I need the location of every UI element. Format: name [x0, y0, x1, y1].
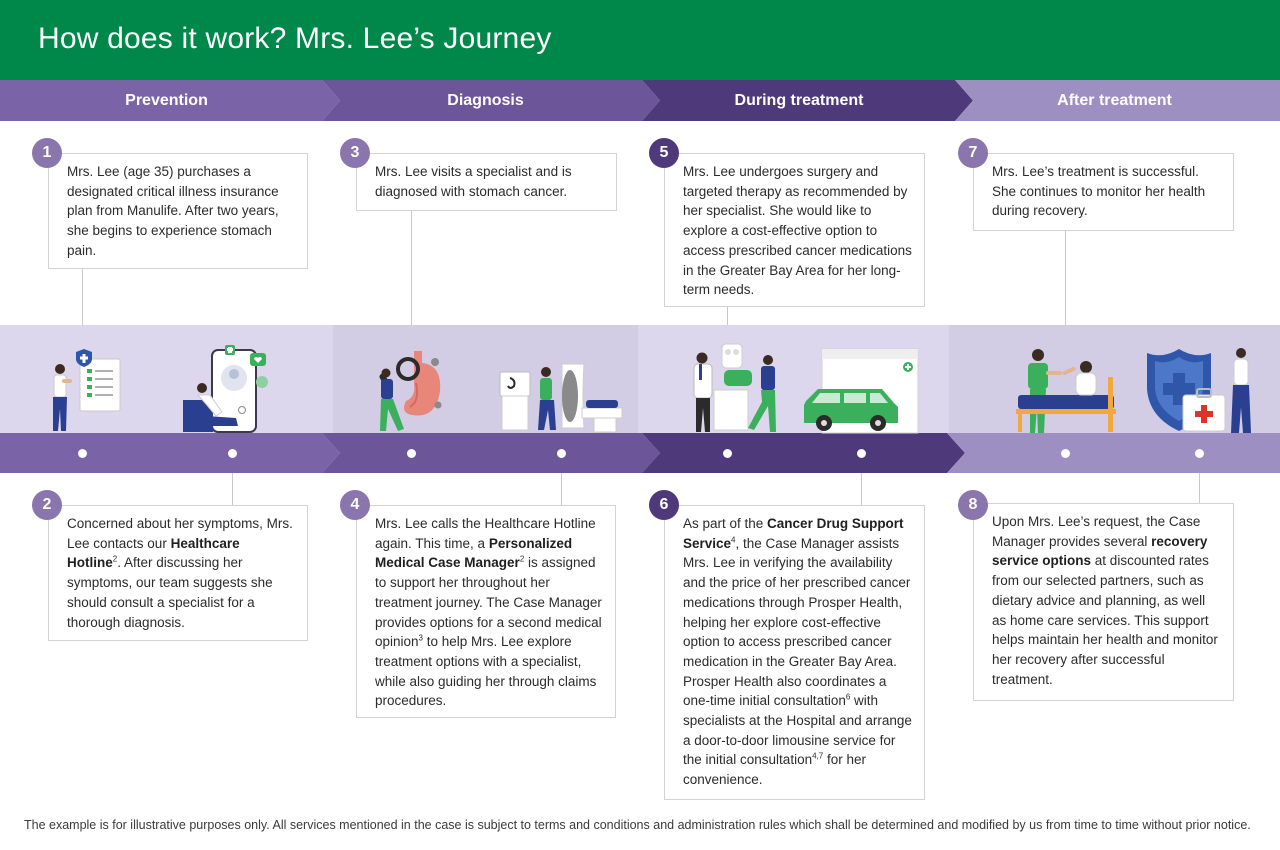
step-card-7: Mrs. Lee’s treatment is successful. She …	[973, 153, 1234, 231]
connector-line	[1065, 231, 1066, 325]
hospital-bed-recovery-icon	[1012, 345, 1122, 435]
timeline-dot	[557, 449, 566, 458]
step-card-1: Mrs. Lee (age 35) purchases a designated…	[48, 153, 308, 269]
connector-line	[861, 473, 862, 505]
limousine-van-icon	[800, 345, 925, 435]
disclaimer-footnote: The example is for illustrative purposes…	[24, 818, 1251, 832]
step-card-6: As part of the Cancer Drug Support Servi…	[664, 505, 925, 800]
step-badge-4: 4	[340, 490, 370, 520]
phase-label-diagnosis: Diagnosis	[447, 92, 524, 109]
timeline-bar	[0, 433, 1280, 473]
timeline-dot	[857, 449, 866, 458]
connector-line	[727, 307, 728, 325]
phase-label-prevention: Prevention	[125, 92, 208, 109]
timeline-dot	[228, 449, 237, 458]
connector-line	[411, 211, 412, 325]
stomach-examination-icon	[372, 345, 452, 435]
phone-consultation-icon	[180, 340, 280, 435]
timeline-dot	[78, 449, 87, 458]
phase-arrow-diagnosis	[322, 80, 660, 121]
step-badge-6: 6	[649, 490, 679, 520]
step-card-4: Mrs. Lee calls the Healthcare Hotline ag…	[356, 505, 616, 718]
doctor-consultation-icon	[684, 342, 784, 435]
timeline-dot	[407, 449, 416, 458]
phase-label-during-treatment: During treatment	[734, 92, 864, 109]
step-text: Mrs. Lee visits a specialist and is diag…	[375, 164, 572, 199]
step-card-8: Upon Mrs. Lee’s request, the Case Manage…	[973, 503, 1234, 701]
timeline-dot	[723, 449, 732, 458]
step-text: Mrs. Lee (age 35) purchases a designated…	[67, 164, 279, 258]
step-badge-8: 8	[958, 490, 988, 520]
step-card-2: Concerned about her symptoms, Mrs. Lee c…	[48, 505, 308, 641]
step-badge-7: 7	[958, 138, 988, 168]
step-card-3: Mrs. Lee visits a specialist and is diag…	[356, 153, 617, 211]
connector-line	[82, 269, 83, 325]
step-card-5: Mrs. Lee undergoes surgery and targeted …	[664, 153, 925, 307]
step-badge-2: 2	[32, 490, 62, 520]
step-text: Mrs. Lee undergoes surgery and targeted …	[683, 164, 912, 298]
insurance-document-icon	[40, 345, 130, 435]
timeline-dot	[1195, 449, 1204, 458]
step-badge-1: 1	[32, 138, 62, 168]
phase-arrow-after-treatment	[955, 80, 1280, 121]
header-banner: How does it work? Mrs. Lee’s Journey	[0, 0, 1280, 80]
service-name: Healthcare Hotline	[67, 535, 240, 571]
connector-line	[232, 473, 233, 505]
timeline-dot	[1061, 449, 1070, 458]
phase-bar	[0, 80, 1280, 121]
service-name: recovery service options	[992, 533, 1208, 569]
step-badge-5: 5	[649, 138, 679, 168]
connector-line	[1199, 473, 1200, 503]
step-text: Mrs. Lee’s treatment is successful. She …	[992, 164, 1206, 219]
phase-arrow-during-treatment	[642, 80, 973, 121]
phase-label-after-treatment: After treatment	[1057, 92, 1172, 109]
connector-line	[561, 473, 562, 505]
health-shield-icon	[1145, 345, 1255, 435]
ct-scanner-icon	[498, 360, 628, 435]
phase-arrow-prevention	[0, 80, 340, 121]
step-badge-3: 3	[340, 138, 370, 168]
page-title: How does it work? Mrs. Lee’s Journey	[38, 22, 552, 55]
service-name: Personalized Medical Case Manager	[375, 535, 573, 571]
service-name: Cancer Drug Support Service	[683, 516, 904, 551]
